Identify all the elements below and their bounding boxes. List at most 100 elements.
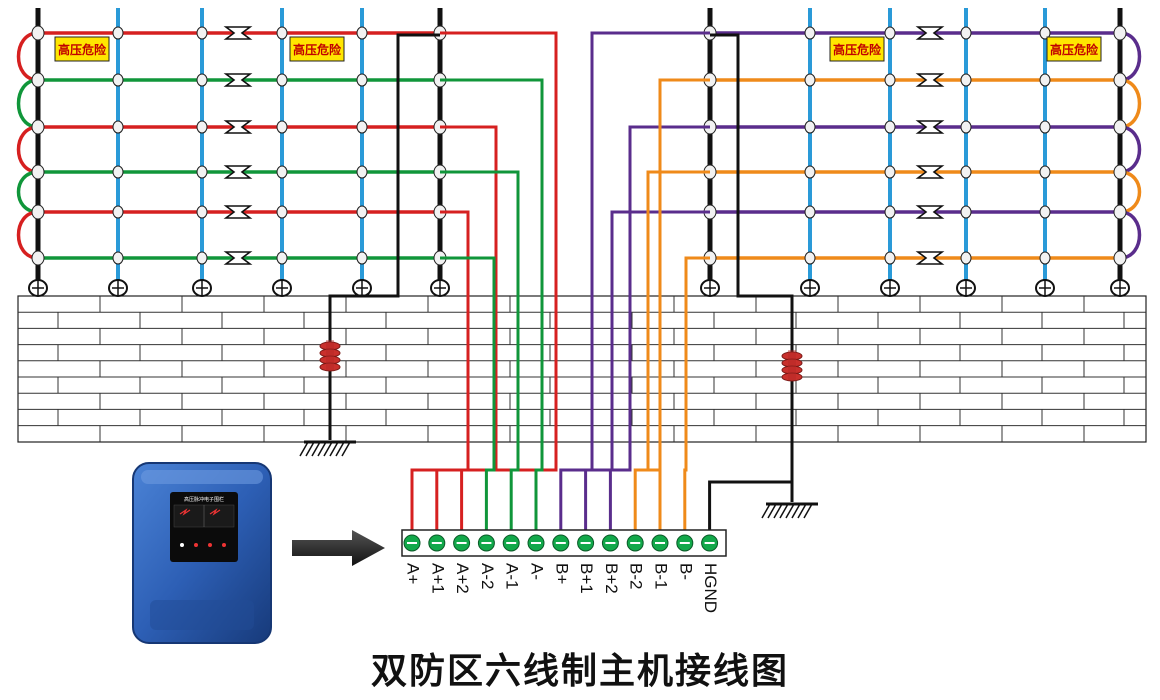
- insulator: [1039, 26, 1051, 40]
- terminal-bplus1: B+1: [577, 534, 596, 594]
- insulator: [884, 26, 896, 40]
- tension-insulator: [223, 251, 253, 265]
- warning-sign: 高压危险: [54, 36, 110, 62]
- insulator: [804, 73, 816, 87]
- tension-insulator: [223, 165, 253, 179]
- terminal-label: B+2: [602, 563, 621, 594]
- tension-insulator: [223, 26, 253, 40]
- wire-loop: [16, 125, 39, 174]
- insulator: [196, 205, 208, 219]
- wire-loop: [16, 31, 39, 82]
- insulator: [1113, 250, 1127, 266]
- insulator: [1039, 73, 1051, 87]
- terminal-bminus: B-: [676, 534, 695, 580]
- wire-loop: [1119, 125, 1142, 174]
- wire-loop: [1119, 78, 1142, 129]
- insulator: [960, 205, 972, 219]
- wire-loop: [1119, 31, 1142, 82]
- lead-wires: [328, 31, 794, 535]
- insulator: [31, 25, 45, 41]
- wire-loop: [1119, 170, 1142, 214]
- insulator: [884, 165, 896, 179]
- tension-insulator: [915, 165, 945, 179]
- terminal-label: A+: [404, 563, 423, 584]
- insulator: [804, 205, 816, 219]
- insulator: [960, 165, 972, 179]
- insulator: [960, 26, 972, 40]
- insulator: [196, 165, 208, 179]
- terminal-bminus1: B-1: [651, 534, 671, 589]
- insulator: [112, 165, 124, 179]
- svg-text:高压危险: 高压危险: [833, 42, 882, 57]
- lead-wire-b: [608, 210, 710, 535]
- insulator: [276, 165, 288, 179]
- tension-insulator: [223, 120, 253, 134]
- terminal-label: B-2: [627, 563, 646, 589]
- insulator: [276, 205, 288, 219]
- insulator: [1113, 72, 1127, 88]
- fence-zone-b: 高压危险 高压危险: [700, 8, 1142, 297]
- insulator: [1113, 119, 1127, 135]
- terminal-aplus2: A+2: [453, 534, 472, 594]
- brick-wall: [17, 295, 1147, 443]
- insulator: [31, 164, 45, 180]
- terminal-label: A-: [528, 563, 547, 580]
- insulator: [112, 26, 124, 40]
- ground-symbol: [761, 502, 818, 519]
- wire-loop: [16, 210, 39, 260]
- tension-insulator: [915, 205, 945, 219]
- terminal-aminus2: A-2: [477, 534, 497, 589]
- lightning-arrester: [319, 340, 341, 372]
- insulator: [960, 120, 972, 134]
- terminal-label: A-1: [503, 563, 522, 589]
- lead-wire-b: [683, 256, 710, 535]
- insulator: [31, 204, 45, 220]
- insulator: [112, 251, 124, 265]
- wire-loop: [16, 170, 39, 214]
- insulator: [884, 73, 896, 87]
- lead-wire-b: [559, 31, 710, 535]
- lead-wire-a: [440, 78, 544, 535]
- terminal-aplus1: A+1: [428, 534, 447, 594]
- terminal-bminus2: B-2: [626, 534, 646, 589]
- insulator: [1113, 204, 1127, 220]
- terminal-label: B+1: [577, 563, 596, 594]
- insulator: [356, 205, 368, 219]
- tension-insulator: [915, 73, 945, 87]
- insulator: [884, 251, 896, 265]
- insulator: [1039, 205, 1051, 219]
- svg-text:高压危险: 高压危险: [1050, 42, 1099, 57]
- lightning-arrester: [781, 350, 803, 382]
- insulator: [960, 251, 972, 265]
- lead-wire-b: [584, 125, 710, 535]
- terminal-bplus2: B+2: [601, 534, 621, 594]
- terminal-hgnd: HGND: [701, 534, 720, 613]
- lead-wire-a: [440, 170, 520, 535]
- insulator: [884, 205, 896, 219]
- device-panel-title: 高压脉冲电子围栏: [184, 496, 224, 503]
- fence-zone-a: 高压危险 高压危险: [16, 8, 450, 297]
- lightning-arresters: [299, 340, 818, 519]
- insulator: [1039, 165, 1051, 179]
- warning-sign: 高压危险: [289, 36, 345, 62]
- host-device: 高压脉冲电子围栏: [132, 462, 272, 644]
- insulator: [804, 120, 816, 134]
- insulator: [196, 120, 208, 134]
- insulator: [1113, 25, 1127, 41]
- terminal-label: A-2: [478, 563, 497, 589]
- insulator: [804, 26, 816, 40]
- insulator: [31, 250, 45, 266]
- lead-wire-a: [440, 31, 558, 535]
- tension-insulator: [915, 120, 945, 134]
- wire-loop: [16, 78, 39, 129]
- terminal-aminus: A-: [527, 534, 547, 580]
- terminal-label: HGND: [701, 563, 720, 613]
- insulator: [31, 119, 45, 135]
- hgnd-wire: [708, 480, 792, 535]
- warning-sign: 高压危险: [1046, 36, 1102, 62]
- insulator: [960, 73, 972, 87]
- terminal-aminus1: A-1: [502, 534, 522, 589]
- tension-insulator: [223, 73, 253, 87]
- insulator: [196, 251, 208, 265]
